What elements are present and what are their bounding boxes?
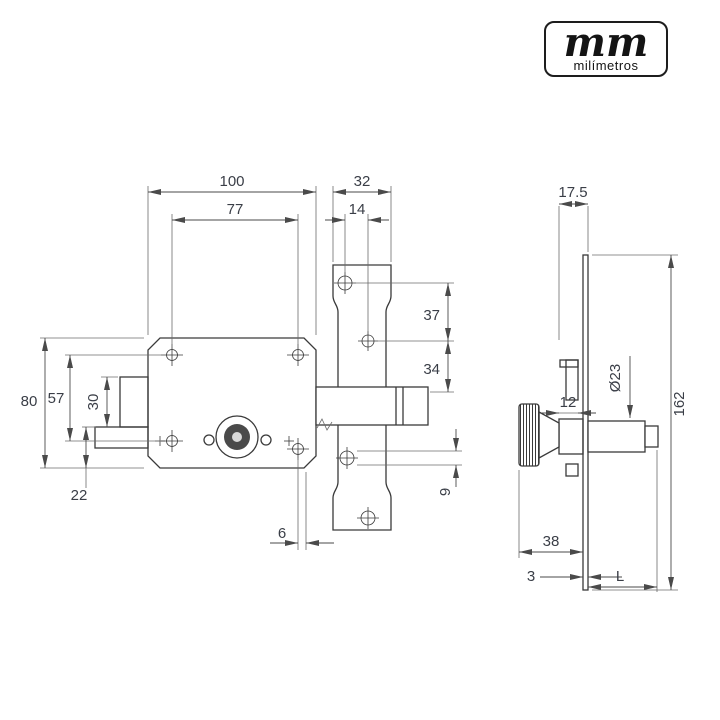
dim-faceplate-hole-offset: 14 — [349, 201, 366, 218]
dim-hole-diameter: 9 — [437, 488, 454, 496]
keyhole — [232, 432, 242, 442]
side-extension-lines — [518, 206, 678, 592]
lock-cylinder — [203, 415, 272, 459]
dim-hole-spacing-v: 57 — [48, 390, 65, 407]
front-view: 100 77 32 14 37 34 80 57 30 22 6 9 — [21, 173, 462, 550]
side-dimension-lines — [519, 201, 674, 590]
side-view: 17.5 Ø23 162 12 38 3 L — [518, 184, 688, 592]
dim-hole-spacing-top: 37 — [423, 307, 440, 324]
dim-body-height: 80 — [21, 393, 38, 410]
side-flange — [94, 426, 149, 449]
dim-plate-thickness: 3 — [527, 568, 535, 585]
dim-cylinder-length: L — [616, 568, 624, 585]
dim-case-depth: 12 — [560, 394, 577, 411]
follower-box — [119, 376, 149, 428]
dim-edge-offset: 6 — [278, 525, 286, 542]
dim-hole-to-bolt: 34 — [423, 361, 440, 378]
knob-neck — [538, 410, 560, 460]
dim-cylinder-diameter: Ø23 — [607, 364, 624, 392]
cylinder-side — [587, 420, 659, 453]
deadbolt — [315, 386, 429, 431]
front-dimension-lines — [42, 189, 459, 546]
logo-brand-text: mm — [564, 19, 649, 66]
dim-hole-spacing-h: 77 — [227, 201, 244, 218]
brand-logo: mm milímetros — [544, 19, 668, 77]
dim-bottom-offset: 22 — [71, 487, 88, 504]
logo-subtitle-text: milímetros — [574, 58, 639, 73]
case-profile — [558, 359, 584, 477]
dim-follower-offset: 30 — [85, 394, 102, 411]
front-extension-lines — [40, 186, 462, 550]
mounting-holes — [155, 344, 309, 460]
dim-total-depth: 17.5 — [558, 184, 587, 201]
knob-serration — [518, 403, 540, 467]
faceplate-edge — [582, 254, 589, 591]
logo-border — [544, 21, 668, 77]
dim-backset: 38 — [543, 533, 560, 550]
dim-faceplate-width: 32 — [354, 173, 371, 190]
thumbturn-knob — [518, 403, 560, 467]
dim-body-width: 100 — [219, 173, 244, 190]
dim-plate-height: 162 — [671, 391, 688, 416]
faceplate-screw-holes — [334, 272, 379, 529]
